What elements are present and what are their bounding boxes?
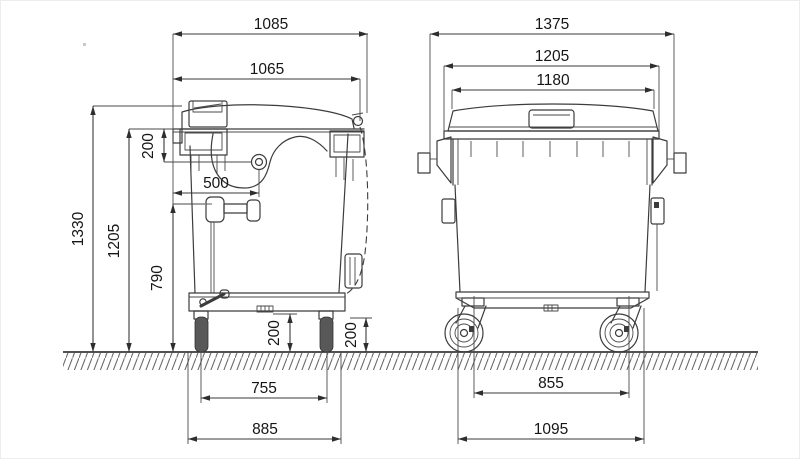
side-view: 1085 1065 200 500 1330 1205 (70, 16, 372, 444)
side-pocket-front (179, 128, 228, 156)
side-dimensions: 1085 1065 200 500 1330 1205 (70, 16, 372, 444)
side-brake-pedal (199, 289, 230, 308)
dim-label-200-wheel-right: 200 (343, 322, 360, 348)
dim-label-885: 885 (252, 421, 278, 438)
dim-label-1085: 1085 (254, 16, 288, 33)
dim-label-1330: 1330 (70, 211, 87, 246)
dim-front-overall-width: 1375 (430, 16, 674, 37)
front-dimensions: 1375 1205 1180 855 1095 (429, 16, 675, 444)
front-rim (443, 130, 660, 186)
dim-label-200-top: 200 (140, 133, 157, 159)
dim-label-1095: 1095 (534, 421, 568, 438)
side-open-lid-dashed (345, 126, 369, 295)
ground (63, 351, 758, 370)
dim-front-lid-width: 1180 (452, 72, 654, 93)
dim-label-790: 790 (149, 265, 166, 291)
side-wheel-front (193, 310, 209, 353)
dim-front-wheel-track: 855 (474, 375, 629, 396)
dim-label-1375: 1375 (535, 16, 569, 33)
dim-side-handle-height: 790 (149, 204, 176, 352)
front-latch-left (441, 198, 456, 224)
front-latch-right (650, 197, 665, 225)
side-handle-bar (205, 196, 261, 293)
side-lid-hinge (352, 115, 364, 127)
front-trunnion-right (652, 136, 687, 184)
front-lid (447, 103, 659, 132)
front-castor-right (599, 297, 642, 353)
side-chassis (188, 292, 346, 313)
side-rear-latch (344, 253, 363, 289)
front-drain-bracket (543, 304, 559, 312)
front-body (441, 184, 665, 293)
side-pivot-hub (250, 153, 268, 171)
dim-side-rim-height: 1205 (106, 129, 132, 352)
dim-label-500: 500 (203, 175, 229, 192)
dim-label-1180: 1180 (536, 72, 570, 89)
front-comb-teeth (470, 141, 630, 157)
scan-artifact (83, 43, 86, 46)
dim-side-overall-height: 1330 (70, 106, 96, 352)
dim-label-855: 855 (538, 375, 564, 392)
side-rim (172, 128, 365, 181)
dim-label-1065: 1065 (250, 61, 284, 78)
side-wall-scallop (210, 133, 328, 189)
side-wheel-rear (318, 310, 334, 353)
front-lid-handle (528, 109, 575, 129)
dim-label-755: 755 (251, 380, 277, 397)
dim-label-200-wheel-left: 200 (266, 320, 283, 346)
dim-side-base-length: 885 (188, 421, 341, 442)
front-view: 1375 1205 1180 855 1095 (417, 16, 687, 444)
ground-hatching (63, 353, 758, 370)
side-body (189, 126, 369, 295)
dim-side-wheel-rear-dia: 200 (343, 318, 369, 352)
dim-side-overall-width: 1085 (173, 16, 368, 37)
dim-label-1205-side: 1205 (106, 224, 123, 258)
dim-side-lid-to-pivot: 200 (140, 129, 167, 162)
dim-side-rim-width: 1065 (173, 61, 360, 82)
dim-side-pivot-offset: 500 (173, 175, 259, 196)
dim-front-body-width: 1205 (444, 48, 659, 69)
front-trunnion-left (417, 136, 452, 184)
side-lid-handle (188, 100, 228, 128)
dim-side-wheelbase: 755 (201, 380, 327, 401)
front-castor-left (444, 297, 487, 353)
dim-side-wheel-front-dia: 200 (266, 314, 293, 352)
dim-label-1205-front: 1205 (535, 48, 569, 65)
side-front-lip (172, 128, 183, 144)
dim-front-base-width: 1095 (458, 421, 644, 442)
side-lid (181, 100, 364, 129)
